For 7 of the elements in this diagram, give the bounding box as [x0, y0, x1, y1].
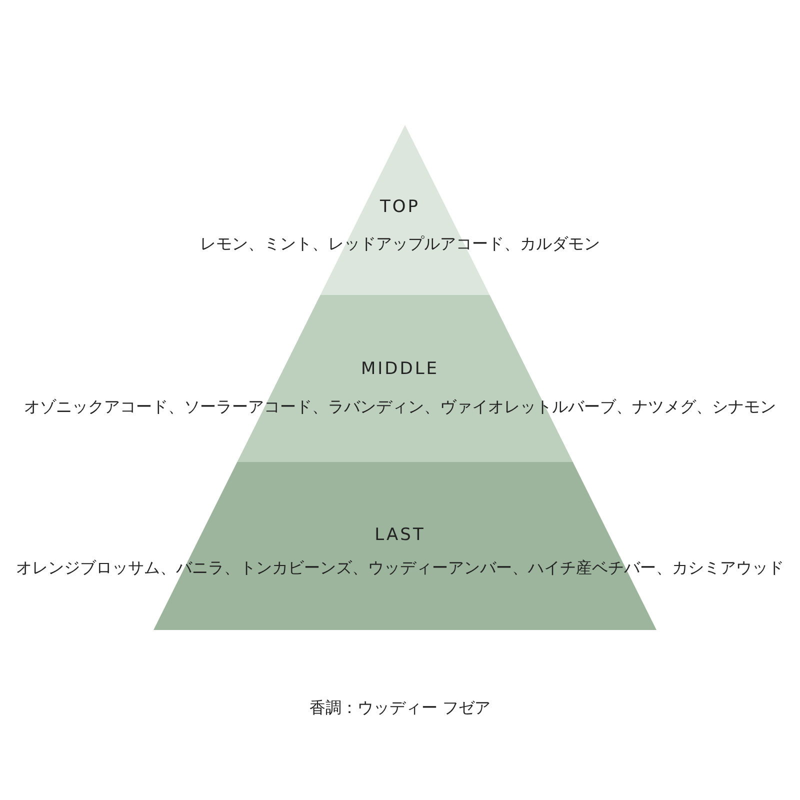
note-list: オゾニックアコード、ソーラーアコード、ラバンディン、ヴァイオレットルバーブ、ナツメグ、シナモン: [24, 397, 776, 418]
tier-heading: TOP: [380, 197, 420, 217]
caption: 香調：ウッディー フゼア: [309, 698, 491, 719]
tier-heading: LAST: [374, 525, 426, 545]
tier-heading: MIDDLE: [360, 359, 440, 379]
note-list: レモン、ミント、レッドアップルアコード、カルダモン: [200, 234, 600, 255]
note-list: オレンジブロッサム、バニラ、トンカビーンズ、ウッディーアンバー、ハイチ産ベチバー、カシミアウッド: [16, 558, 784, 579]
